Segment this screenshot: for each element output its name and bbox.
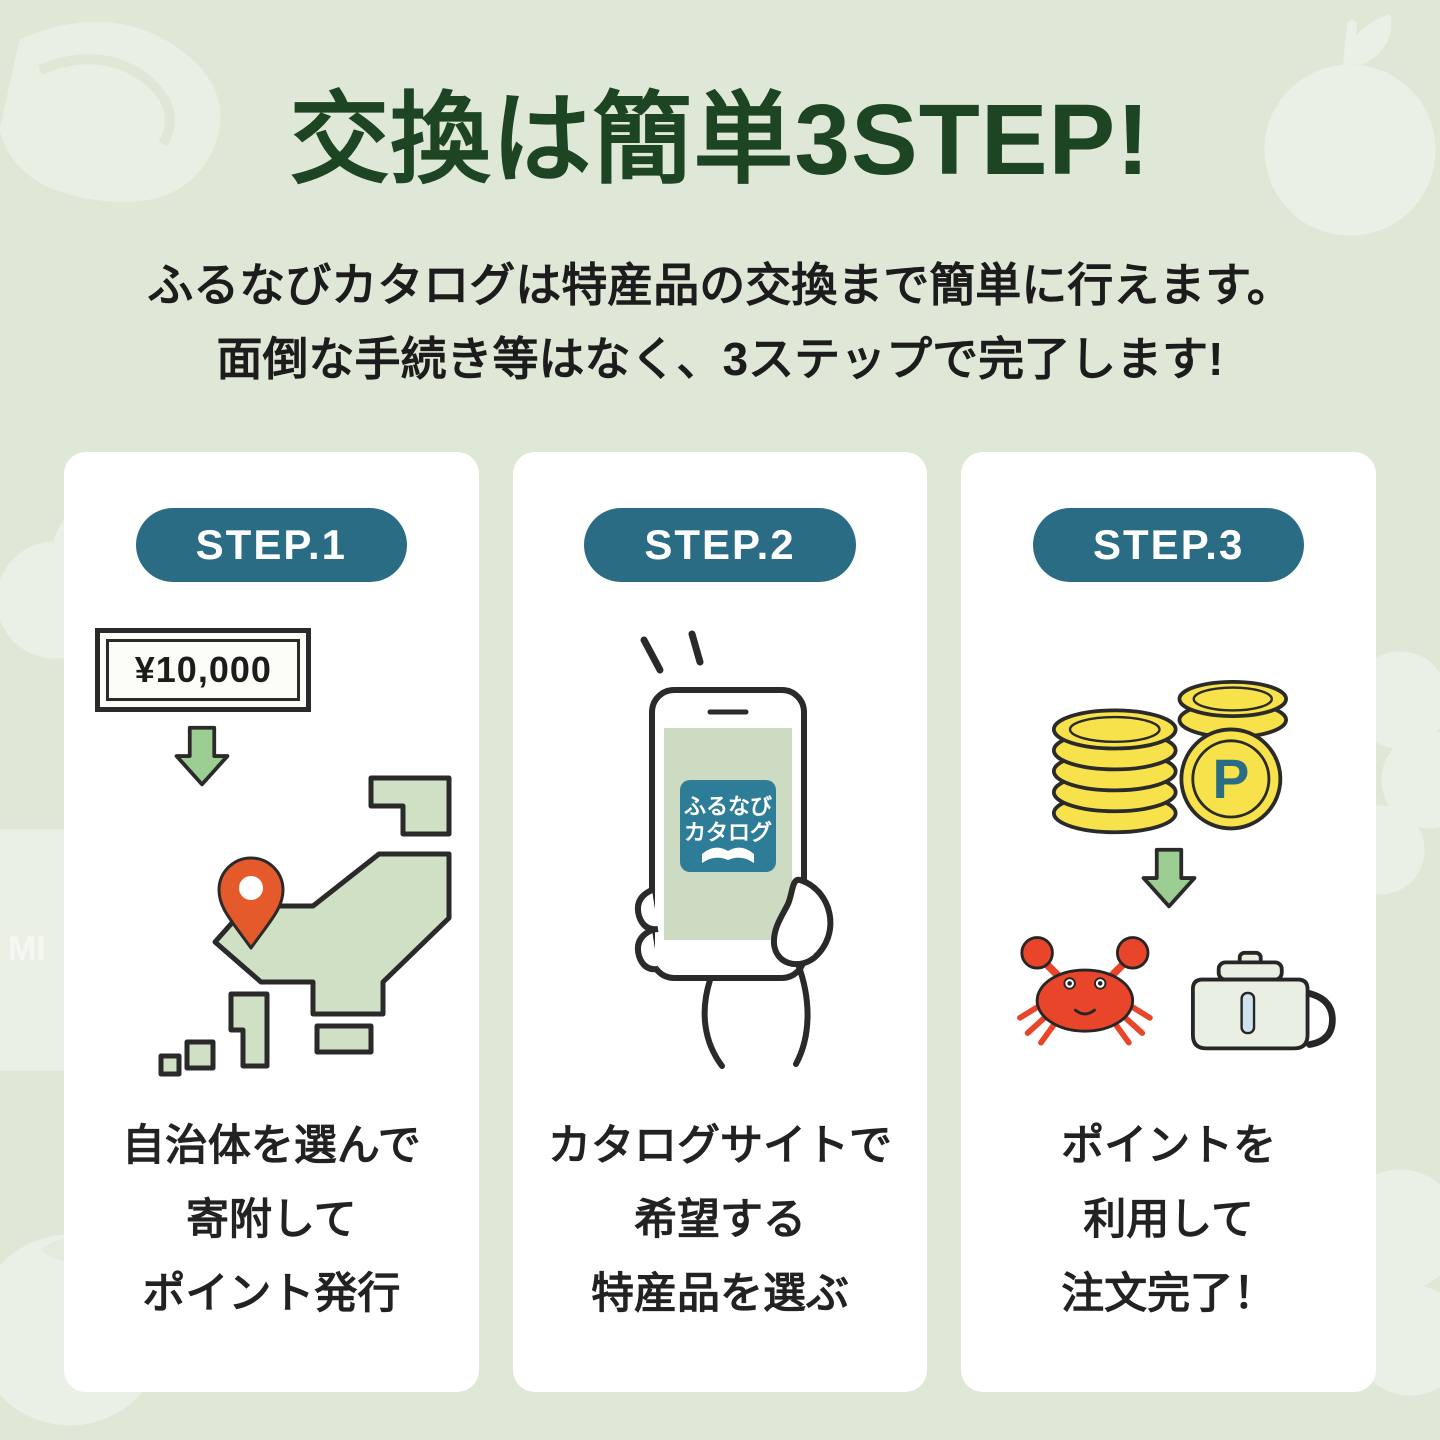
caption-line: 寄附して xyxy=(185,1196,357,1245)
step-2-card: STEP.2 ふるなび カタログ xyxy=(512,452,928,1393)
svg-text:P: P xyxy=(1212,748,1249,810)
map-honshu xyxy=(212,851,452,1017)
step-1-card: STEP.1 ¥10,000 xyxy=(64,452,479,1393)
caption-line: ポイント発行 xyxy=(142,1270,401,1319)
step-3-caption: ポイントを 利用して 注文完了！ xyxy=(1061,1110,1276,1332)
down-arrow-icon xyxy=(174,726,230,787)
step-1-illustration: ¥10,000 xyxy=(85,618,457,1084)
location-pin-icon xyxy=(217,856,285,950)
caption-line: 利用して xyxy=(1083,1196,1255,1245)
map-hokkaido xyxy=(368,775,452,837)
map-kyushu xyxy=(228,991,270,1069)
step-1-badge: STEP.1 xyxy=(135,508,407,583)
caption-line: 希望する xyxy=(634,1196,806,1245)
caption-line: 自治体を選んで xyxy=(121,1122,421,1171)
open-book-icon xyxy=(702,847,754,864)
step-3-illustration: P xyxy=(977,618,1360,1084)
page-subtitle: ふるなびカタログは特産品の交換まで簡単に行えます。 面倒な手続き等はなく、3ステ… xyxy=(0,249,1440,396)
hand-outline xyxy=(634,877,834,973)
step-2-badge: STEP.2 xyxy=(584,508,856,583)
down-arrow-icon xyxy=(1141,848,1197,909)
subtitle-line-1: ふるなびカタログは特産品の交換まで簡単に行えます。 xyxy=(147,259,1293,311)
caption-line: カタログサイトで xyxy=(548,1122,892,1171)
step-1-caption: 自治体を選んで 寄附して ポイント発行 xyxy=(122,1110,421,1332)
caption-line: 注文完了！ xyxy=(1061,1270,1277,1319)
japan-map-icon xyxy=(158,775,452,1077)
step-2-caption: カタログサイトで 希望する 特産品を選ぶ xyxy=(548,1110,892,1332)
step-3-card: STEP.3 xyxy=(961,452,1377,1393)
furunavi-catalog-logo: ふるなび カタログ xyxy=(680,780,776,873)
steps-container: STEP.1 ¥10,000 xyxy=(0,452,1440,1393)
step-3-badge: STEP.3 xyxy=(1033,508,1305,583)
step-2-illustration: ふるなび カタログ xyxy=(529,618,912,1084)
crab-and-kettle-icon xyxy=(1016,936,1336,1051)
phone-in-hand-icon: ふるなび カタログ xyxy=(634,630,834,1070)
p-coin-icon: P xyxy=(1179,727,1282,831)
bg-meat-icon xyxy=(0,21,221,203)
banknote-icon: ¥10,000 xyxy=(95,628,312,713)
svg-text:カタログ: カタログ xyxy=(684,820,772,845)
crab-icon xyxy=(1016,936,1153,1046)
point-coins-icon: P xyxy=(1051,680,1288,835)
svg-text:ふるなび: ふるなび xyxy=(684,794,772,819)
kettle-icon xyxy=(1190,951,1336,1051)
caption-line: ポイントを xyxy=(1061,1122,1277,1171)
banknote-amount: ¥10,000 xyxy=(106,639,301,702)
bg-apple-icon xyxy=(1264,14,1436,236)
bg-jar-label: MI xyxy=(8,930,46,968)
page-title: 交換は簡単3STEP! xyxy=(289,84,1151,196)
caption-line: 特産品を選ぶ xyxy=(591,1270,849,1319)
subtitle-line-2: 面倒な手続き等はなく、3ステップで完了します! xyxy=(216,332,1224,385)
map-shikoku xyxy=(314,1023,374,1055)
